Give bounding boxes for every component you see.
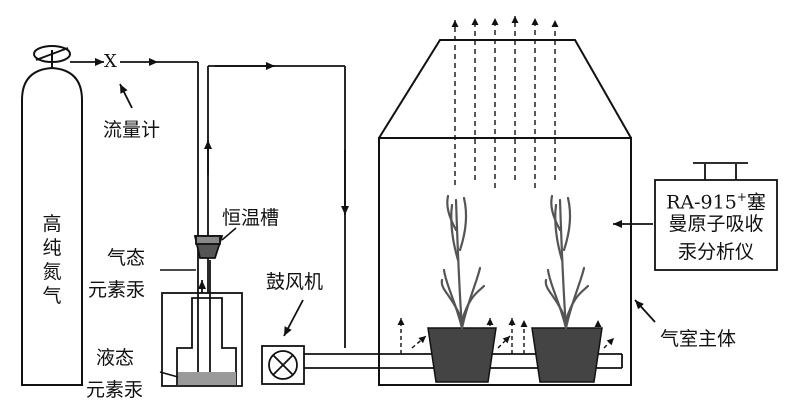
chamber-body	[378, 39, 632, 386]
nitrogen-cylinder	[21, 45, 83, 386]
nitrogen-label-line2: 氮气	[42, 261, 62, 307]
mercury-source-vessel	[193, 235, 224, 259]
rice-plant-left	[440, 194, 486, 330]
gaseous-mercury-label-line1: 气态	[107, 247, 146, 269]
thermostat-bath	[161, 240, 243, 387]
mercury-analyzer	[654, 162, 778, 271]
blower-label: 鼓风机	[266, 271, 324, 293]
flowmeter-pointer	[119, 83, 133, 109]
rice-plant-right	[544, 194, 590, 330]
analyzer-label-line1: RA-915+塞	[656, 185, 776, 214]
thermostat-bath-label: 恒温槽	[222, 207, 280, 229]
analyzer-label-line3: 汞分析仪	[677, 241, 754, 263]
flowmeter-label: 流量计	[103, 119, 161, 141]
liquid-mercury-label-line1: 液态	[96, 347, 135, 369]
liquid-mercury-pointer	[159, 371, 179, 378]
liquid-mercury-label-line2: 元素汞	[86, 379, 144, 401]
gas-line	[70, 58, 349, 348]
gaseous-mercury-label-line2: 元素汞	[88, 279, 146, 301]
blower-pointer	[283, 299, 304, 337]
nitrogen-label-line1: 高纯	[42, 213, 62, 259]
chamber-pointer	[634, 299, 656, 323]
plant-pot-right	[531, 327, 603, 383]
exhaust-arrows	[451, 16, 559, 188]
blower	[261, 345, 305, 385]
flowmeter-mark: X	[104, 51, 117, 72]
analyzer-label-line2: 曼原子吸收	[668, 213, 764, 235]
plant-pot-left	[427, 327, 497, 383]
chamber-label: 气室主体	[660, 328, 737, 350]
analyzer-model-sup: +	[736, 190, 747, 204]
analyzer-model: RA-915	[666, 191, 737, 214]
bath-pointer	[221, 227, 237, 241]
analyzer-line1-suffix: 塞	[746, 191, 766, 214]
